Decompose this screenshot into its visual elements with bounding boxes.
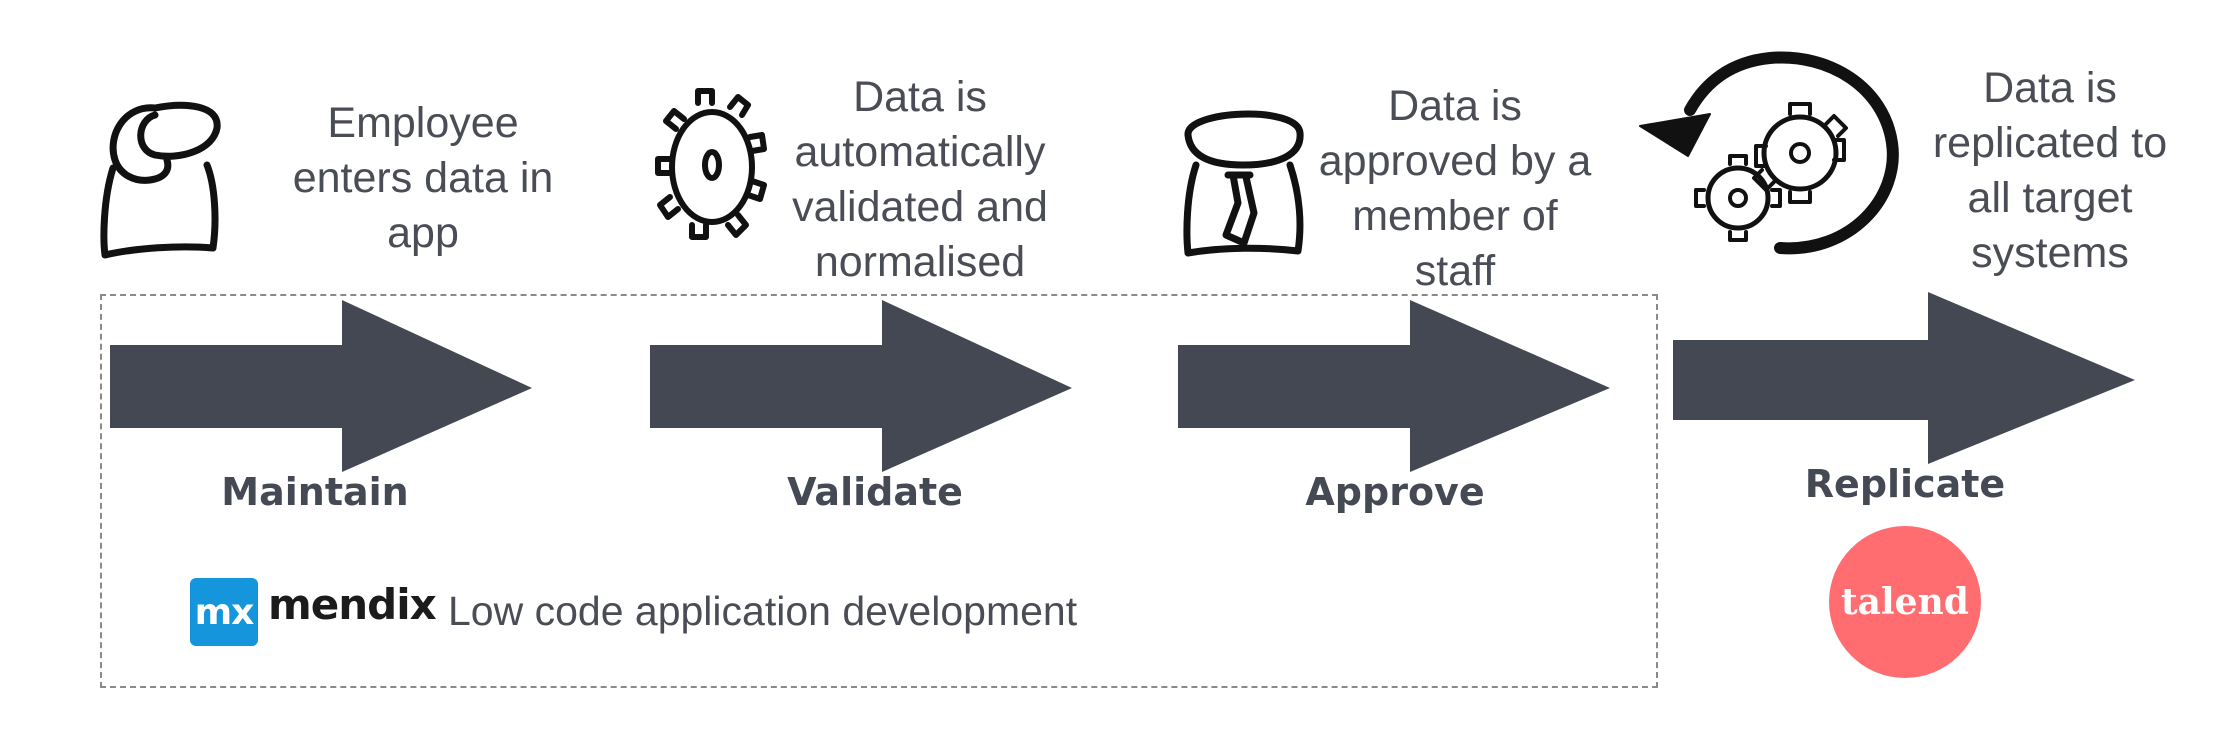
sync-gears-icon (1639, 51, 1899, 255)
person-icon (100, 101, 221, 259)
description-line: approved by a (1318, 137, 1592, 185)
description-line: enters data in (292, 154, 554, 202)
replicate-arrow (1673, 292, 2135, 464)
talend-logo: talend (1829, 526, 1981, 678)
mendix-tagline: Low code application development (448, 588, 1078, 634)
validate-arrow (650, 300, 1072, 472)
step-label-maintain: Maintain (221, 470, 409, 514)
description-line: replicated to (1932, 119, 2168, 167)
description-line: all target (1967, 174, 2133, 222)
description-line: Data is (853, 73, 987, 121)
step-3-description: Data is approved by a member of staff (1300, 79, 1610, 299)
mendix-logo-badge: mx (190, 578, 258, 646)
step-label-approve: Approve (1305, 470, 1485, 514)
mendix-scope-box (100, 294, 1658, 688)
step-1-description: Employee enters data in app (268, 96, 578, 261)
step-2-description: Data is automatically validated and norm… (765, 70, 1075, 290)
maintain-arrow (110, 300, 532, 472)
step-4-description: Data is replicated to all target systems (1900, 61, 2200, 281)
description-line: member of (1352, 192, 1558, 240)
description-line: Data is (1388, 82, 1522, 130)
step-label-replicate: Replicate (1804, 462, 2006, 506)
gear-icon (655, 88, 767, 240)
step-label-validate: Validate (787, 470, 963, 514)
description-line: automatically (794, 128, 1046, 176)
description-line: Data is (1983, 64, 2117, 112)
description-line: validated and (792, 183, 1048, 231)
approve-arrow (1178, 300, 1610, 472)
description-line: app (387, 209, 459, 257)
description-line: normalised (814, 238, 1026, 286)
description-line: Employee (327, 99, 519, 147)
mendix-logo-wordmark: mendix (268, 580, 437, 629)
manager-icon (1183, 110, 1304, 257)
description-line: staff (1414, 247, 1496, 295)
description-line: systems (1971, 229, 2129, 277)
